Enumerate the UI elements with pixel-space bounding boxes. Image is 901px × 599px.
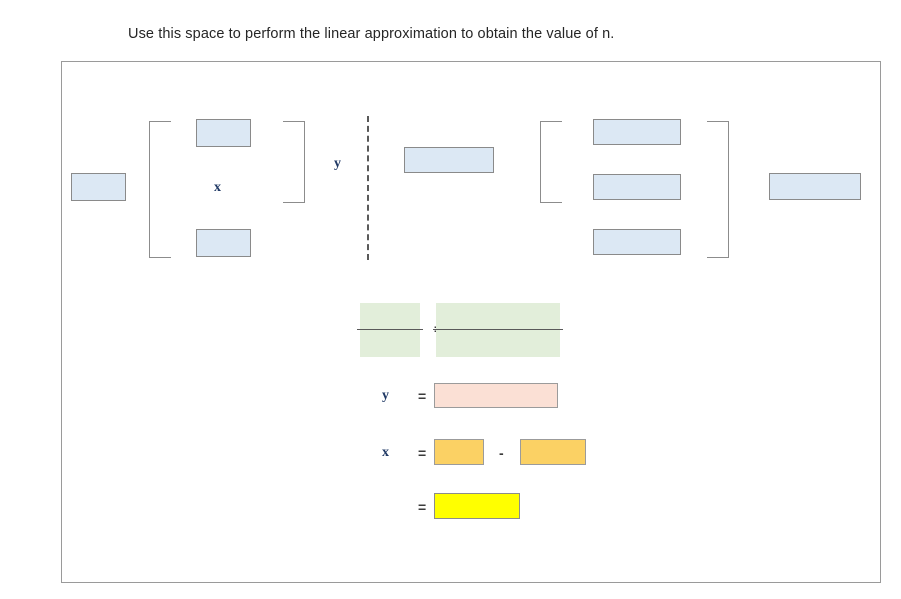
- x-row-label: x: [382, 445, 389, 460]
- x-row-minus-operator: -: [499, 445, 504, 461]
- right-matrix-field-2[interactable]: [593, 174, 681, 200]
- left-matrix-bottom-field[interactable]: [196, 229, 251, 257]
- y-row-field[interactable]: [434, 383, 558, 408]
- y-row-equals-sign: =: [418, 388, 427, 404]
- result-row-field[interactable]: [434, 493, 520, 519]
- x-row-equals-sign: =: [418, 445, 427, 461]
- right-result-field[interactable]: [769, 173, 861, 200]
- dashed-divider: [367, 116, 369, 260]
- left-matrix-close-bracket: [283, 121, 305, 203]
- left-result-field[interactable]: [71, 173, 126, 201]
- result-row-equals-sign: =: [418, 499, 427, 515]
- fraction-left-bar: [357, 329, 423, 330]
- x-row-field-subtrahend[interactable]: [520, 439, 586, 465]
- right-matrix-close-bracket: [707, 121, 729, 258]
- middle-field[interactable]: [404, 147, 494, 173]
- page-title: Use this space to perform the linear app…: [128, 26, 615, 42]
- right-matrix-open-bracket: [540, 121, 562, 203]
- fraction-right-bar: [433, 329, 563, 330]
- right-matrix-field-1[interactable]: [593, 119, 681, 145]
- x-row-field-minuend[interactable]: [434, 439, 484, 465]
- fraction-right-block[interactable]: [436, 303, 560, 357]
- right-matrix-field-3[interactable]: [593, 229, 681, 255]
- left-matrix-label-x: x: [214, 180, 221, 195]
- left-matrix-open-bracket: [149, 121, 171, 258]
- left-matrix-top-field[interactable]: [196, 119, 251, 147]
- y-row-label: y: [382, 388, 389, 403]
- answer-area-frame: x y = y = x = - =: [61, 61, 881, 583]
- fraction-left-block[interactable]: [360, 303, 420, 357]
- divider-label-y: y: [334, 156, 341, 171]
